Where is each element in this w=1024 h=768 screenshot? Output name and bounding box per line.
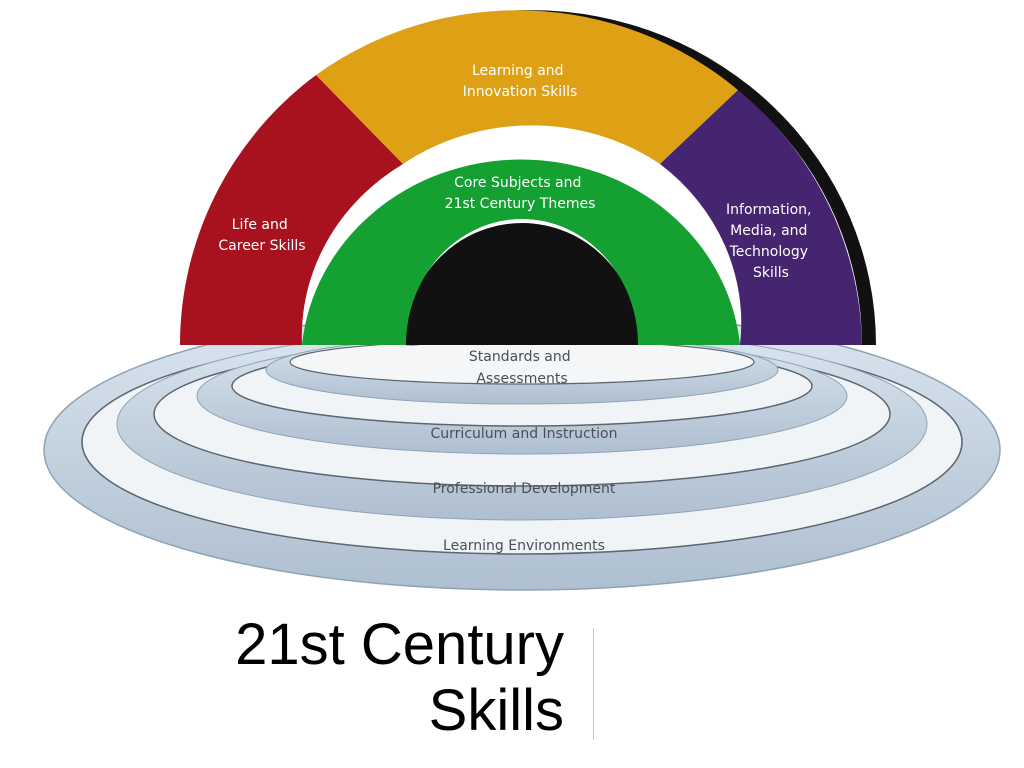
skills-rainbow-diagram: Life and Career Skills Learning and Inno… (43, 10, 1001, 591)
learning-environments-label: Learning Environments (443, 538, 605, 554)
core-subjects-arch (302, 159, 740, 345)
information-media-technology-label: Information, Media, and Technology Skill… (726, 202, 816, 281)
slide-title: 21st Century Skills (235, 612, 564, 744)
title-divider (593, 628, 594, 740)
core-subjects-label: Core Subjects and 21st Century Themes (445, 175, 596, 212)
learning-innovation-segment (316, 10, 738, 165)
slide-title-line-1: 21st Century (235, 612, 564, 677)
curriculum-instruction-label: Curriculum and Instruction (431, 426, 618, 442)
life-career-segment (179, 75, 403, 345)
arch-shadows (186, 10, 876, 346)
learning-innovation-label: Learning and Innovation Skills (463, 63, 578, 100)
slide-title-line-2: Skills (428, 678, 564, 743)
support-rings (43, 309, 1001, 591)
standards-assessments-label: Standards and Assessments (469, 349, 575, 387)
professional-development-label: Professional Development (433, 481, 616, 497)
arch-outer (179, 10, 862, 345)
life-career-label: Life and Career Skills (218, 217, 305, 254)
information-media-technology-segment (660, 90, 862, 345)
